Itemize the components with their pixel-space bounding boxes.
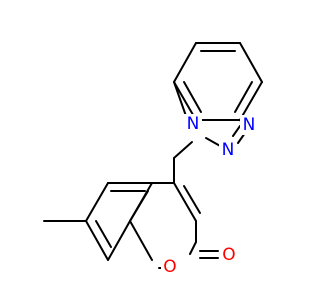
bond — [129, 220, 153, 261]
bond — [107, 220, 131, 261]
atom-labels: N N N O O — [161, 114, 258, 277]
bond — [173, 81, 197, 121]
pyranone-ring — [129, 182, 219, 269]
label-bg — [161, 257, 179, 277]
atom-o-carbonyl: O — [222, 245, 235, 265]
atom-n3: N — [243, 115, 256, 135]
bond — [239, 81, 263, 121]
label-bg — [240, 115, 258, 135]
bond — [189, 241, 197, 255]
bond — [239, 42, 263, 83]
benzotriazole-benzene-ring — [173, 42, 263, 121]
atom-n2: N — [222, 140, 235, 160]
double-bond-inner — [129, 190, 149, 222]
methylene-linker — [173, 141, 193, 184]
bond — [85, 220, 109, 261]
coumarin-benzene-ring — [85, 182, 153, 261]
bond — [173, 42, 197, 83]
bond — [173, 81, 187, 117]
atom-o-ring: O — [163, 257, 176, 277]
bond — [85, 182, 109, 222]
atom-n1: N — [187, 114, 200, 134]
double-bond-inner — [234, 81, 253, 113]
double-bond-inner — [95, 220, 112, 248]
double-bond-inner — [183, 81, 202, 113]
label-bg — [184, 114, 202, 134]
label-bg — [219, 140, 237, 160]
molecule-diagram: N N N O O — [43, 42, 263, 277]
label-bg — [220, 246, 238, 266]
bond — [173, 182, 197, 222]
structure-svg: N N N O O — [43, 42, 263, 277]
bond — [173, 141, 193, 159]
double-bond-inner — [232, 125, 241, 137]
double-bond-inner — [183, 185, 201, 214]
